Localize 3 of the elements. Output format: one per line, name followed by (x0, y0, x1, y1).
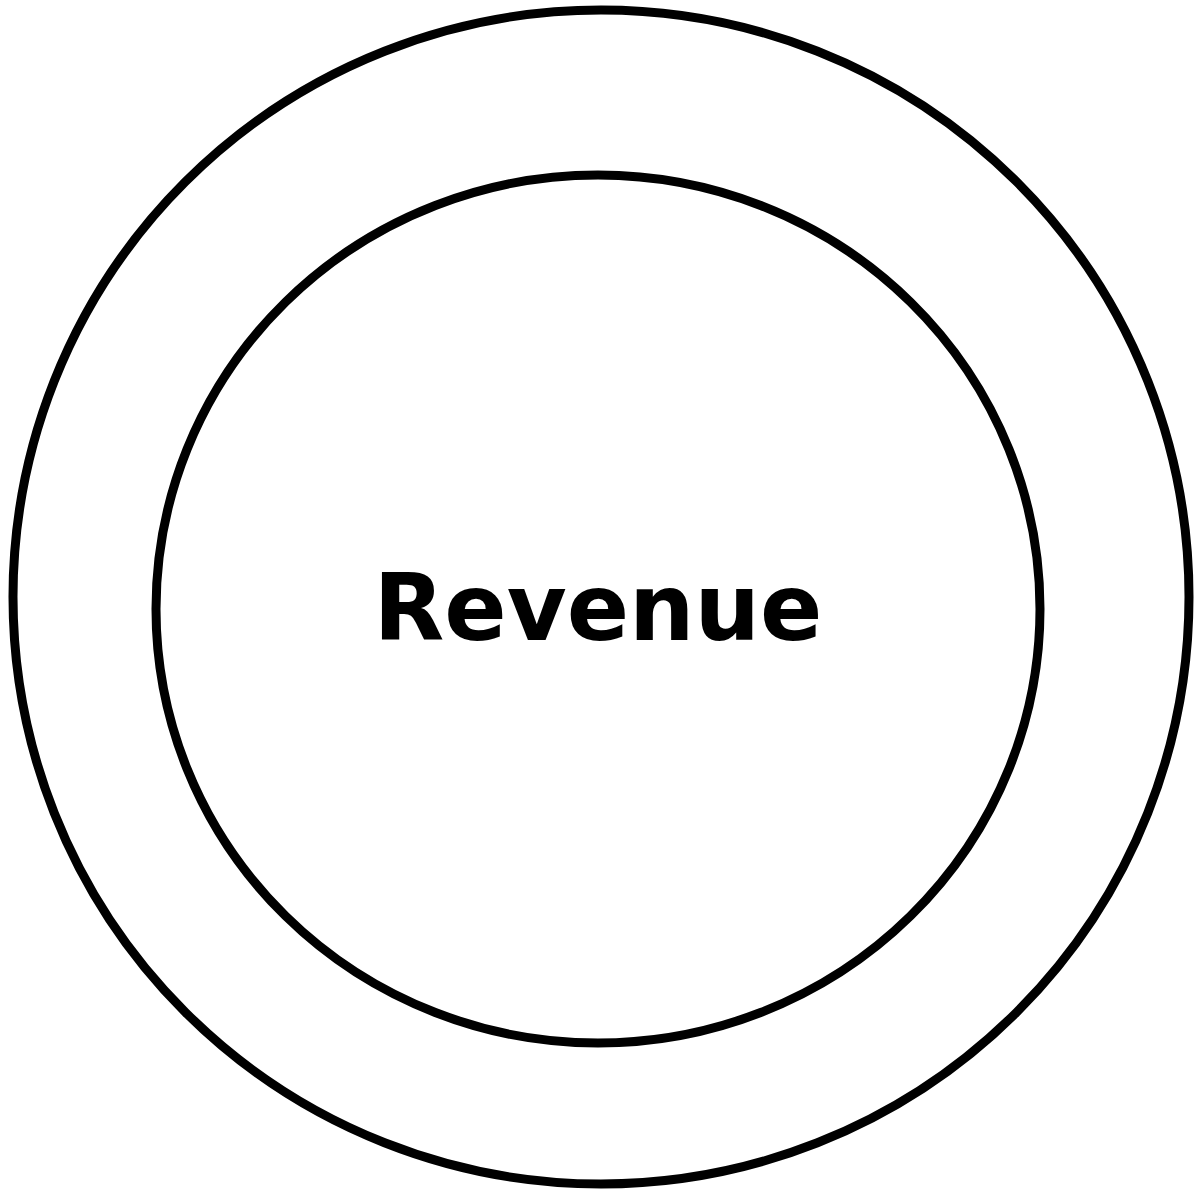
inner-circle (151, 170, 1045, 1048)
outer-circle (8, 5, 1194, 1189)
circle-label: Revenue (373, 558, 823, 660)
